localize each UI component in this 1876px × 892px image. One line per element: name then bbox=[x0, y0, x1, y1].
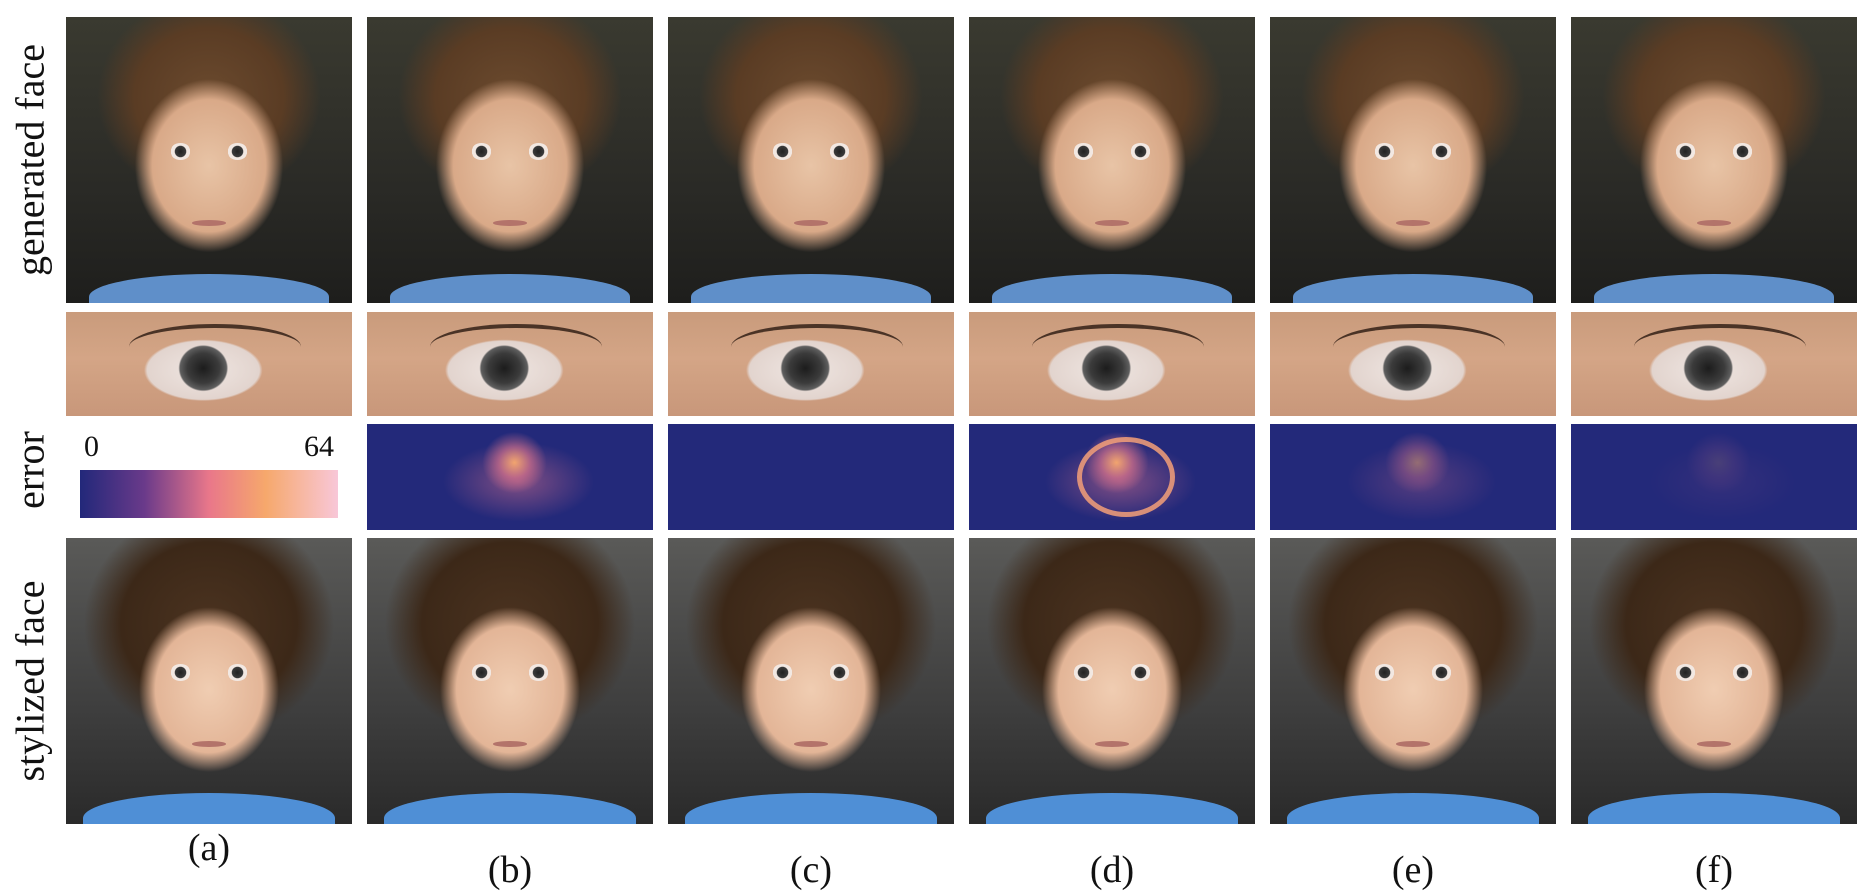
generated-face-image bbox=[1571, 17, 1857, 303]
stylized-face-image bbox=[66, 538, 352, 824]
eye-crop-image bbox=[668, 312, 954, 416]
colorbar-min-label: 0 bbox=[84, 430, 99, 463]
column-label: (f) bbox=[1695, 849, 1733, 891]
generated-face-image bbox=[367, 17, 653, 303]
column-label: (c) bbox=[789, 849, 833, 891]
colorbar-legend: 0 64 bbox=[66, 424, 352, 530]
generated-face-image bbox=[969, 17, 1255, 303]
error-map-image bbox=[969, 424, 1255, 530]
error-map-image bbox=[668, 424, 954, 530]
generated-face-image bbox=[66, 17, 352, 303]
column-label: (d) bbox=[1089, 849, 1135, 891]
error-map-image bbox=[1270, 424, 1556, 530]
eye-crop-image bbox=[1270, 312, 1556, 416]
colorbar-gradient bbox=[80, 470, 338, 518]
generated-face-image bbox=[668, 17, 954, 303]
eye-crop-image bbox=[969, 312, 1255, 416]
column-label: (e) bbox=[1391, 849, 1435, 891]
stylized-face-image bbox=[668, 538, 954, 824]
stylized-face-image bbox=[367, 538, 653, 824]
column-label: (b) bbox=[487, 849, 533, 891]
error-map-image bbox=[367, 424, 653, 530]
stylized-face-image bbox=[969, 538, 1255, 824]
generated-face-image bbox=[1270, 17, 1556, 303]
stylized-face-image bbox=[1571, 538, 1857, 824]
stylized-face-image bbox=[1270, 538, 1556, 824]
row-label-stylized: stylized face bbox=[7, 580, 53, 782]
row-label-generated: generated face bbox=[7, 43, 53, 277]
row-label-error: error bbox=[7, 431, 53, 509]
eye-crop-image bbox=[1571, 312, 1857, 416]
eye-crop-image bbox=[367, 312, 653, 416]
colorbar-max-label: 64 bbox=[304, 430, 334, 463]
error-map-image bbox=[1571, 424, 1857, 530]
column-label: (a) bbox=[187, 827, 231, 869]
eye-crop-image bbox=[66, 312, 352, 416]
